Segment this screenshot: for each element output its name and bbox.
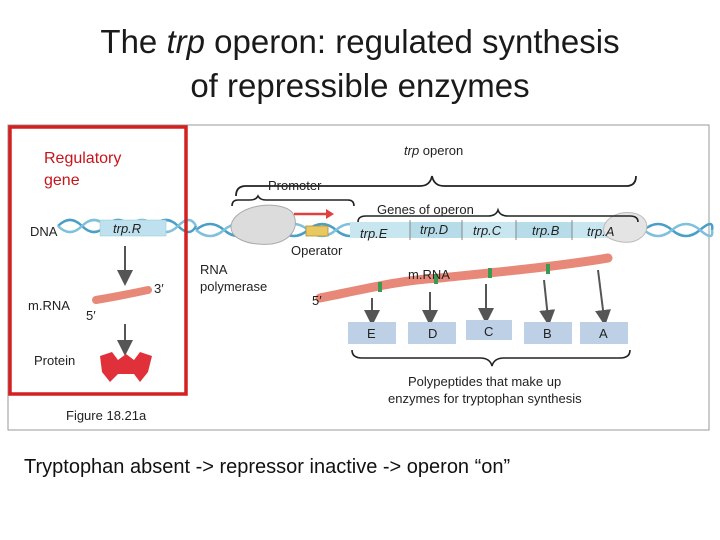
trpB-label: trp.B bbox=[532, 223, 560, 238]
repressor-protein bbox=[100, 352, 152, 382]
trpC-label: trp.C bbox=[473, 223, 502, 238]
enzyme-D-box bbox=[408, 322, 456, 344]
translation-arrow-A bbox=[595, 269, 611, 326]
slide-caption: Tryptophan absent -> repressor inactive … bbox=[24, 456, 511, 478]
trpR-label: trp.R bbox=[113, 221, 142, 236]
translation-arrow-B bbox=[539, 279, 556, 326]
mrna-left-label: m.RNA bbox=[28, 298, 70, 313]
promoter-brace bbox=[231, 194, 355, 207]
genes-of-operon-label: Genes of operon bbox=[377, 202, 474, 217]
rna-polymerase-blob bbox=[230, 204, 296, 245]
enzyme-E-label: E bbox=[367, 326, 376, 341]
trpR-gene-bar bbox=[99, 219, 167, 237]
genes-of-operon-brace bbox=[357, 207, 639, 223]
enzyme-D-label: D bbox=[428, 326, 438, 341]
polymerase-blob-right bbox=[603, 212, 648, 243]
figure-label: Figure 18.21a bbox=[66, 408, 147, 423]
trpE-label: trp.E bbox=[360, 226, 388, 241]
enzyme-A-label: A bbox=[599, 326, 608, 341]
regulatory-gene-label-line-1: Regulatory bbox=[44, 150, 122, 167]
enzyme-C-box bbox=[466, 320, 512, 340]
rna-polymerase-label-line-2: polymerase bbox=[200, 279, 268, 294]
trp-operon-rest: operon bbox=[419, 143, 464, 158]
trpC-gene-bar bbox=[462, 222, 516, 238]
page-title-line-2: of repressible enzymes bbox=[190, 67, 530, 104]
regulatory-highlight-box bbox=[8, 125, 188, 396]
promoter-label: Promoter bbox=[268, 178, 322, 193]
operator-site bbox=[305, 225, 329, 237]
regulatory-gene-label-line-2: gene bbox=[44, 172, 80, 189]
enzyme-C-label: C bbox=[484, 324, 494, 339]
trpB-gene-bar bbox=[516, 222, 572, 238]
polypeptides-label-line-1: Polypeptides that make up bbox=[408, 374, 562, 389]
promoter-arrowhead bbox=[326, 209, 334, 219]
trp-operon-italic: trp bbox=[404, 143, 420, 158]
mrna-left bbox=[92, 286, 152, 304]
trpD-gene-bar bbox=[410, 222, 462, 238]
title-trp-italic: trp bbox=[166, 23, 205, 60]
dna-label: DNA bbox=[30, 224, 58, 239]
title-suffix: operon: regulated synthesis bbox=[204, 23, 620, 60]
polypeptides-label-line-2: enzymes for tryptophan synthesis bbox=[388, 391, 582, 406]
polypeptides-brace bbox=[351, 349, 631, 367]
enzyme-B-box bbox=[524, 322, 572, 344]
enzyme-A-box bbox=[580, 322, 628, 344]
trp-operon-brace bbox=[235, 175, 637, 197]
five-prime-left-label: 5′ bbox=[86, 308, 96, 323]
three-prime-label: 3′ bbox=[154, 281, 164, 296]
trpE-gene-bar bbox=[350, 222, 410, 238]
enzyme-E-box bbox=[348, 322, 396, 344]
operator-label: Operator bbox=[291, 243, 343, 258]
five-prime-right-label: 5′ bbox=[312, 293, 322, 308]
mrna-operon bbox=[315, 253, 613, 303]
trp-operon-label: trp operon bbox=[404, 143, 463, 158]
mrna-gene-markers bbox=[378, 264, 550, 292]
page-title-line-1: The trp operon: regulated synthesis bbox=[0, 22, 720, 62]
rna-polymerase-label-line-1: RNA bbox=[200, 262, 228, 277]
trpD-label: trp.D bbox=[420, 222, 449, 237]
protein-label: Protein bbox=[34, 353, 76, 368]
mrna-right-label: m.RNA bbox=[408, 267, 450, 282]
title-prefix: The bbox=[100, 23, 167, 60]
figure-frame bbox=[7, 124, 710, 431]
trpA-label: trp.A bbox=[587, 224, 615, 239]
enzyme-B-label: B bbox=[543, 326, 552, 341]
